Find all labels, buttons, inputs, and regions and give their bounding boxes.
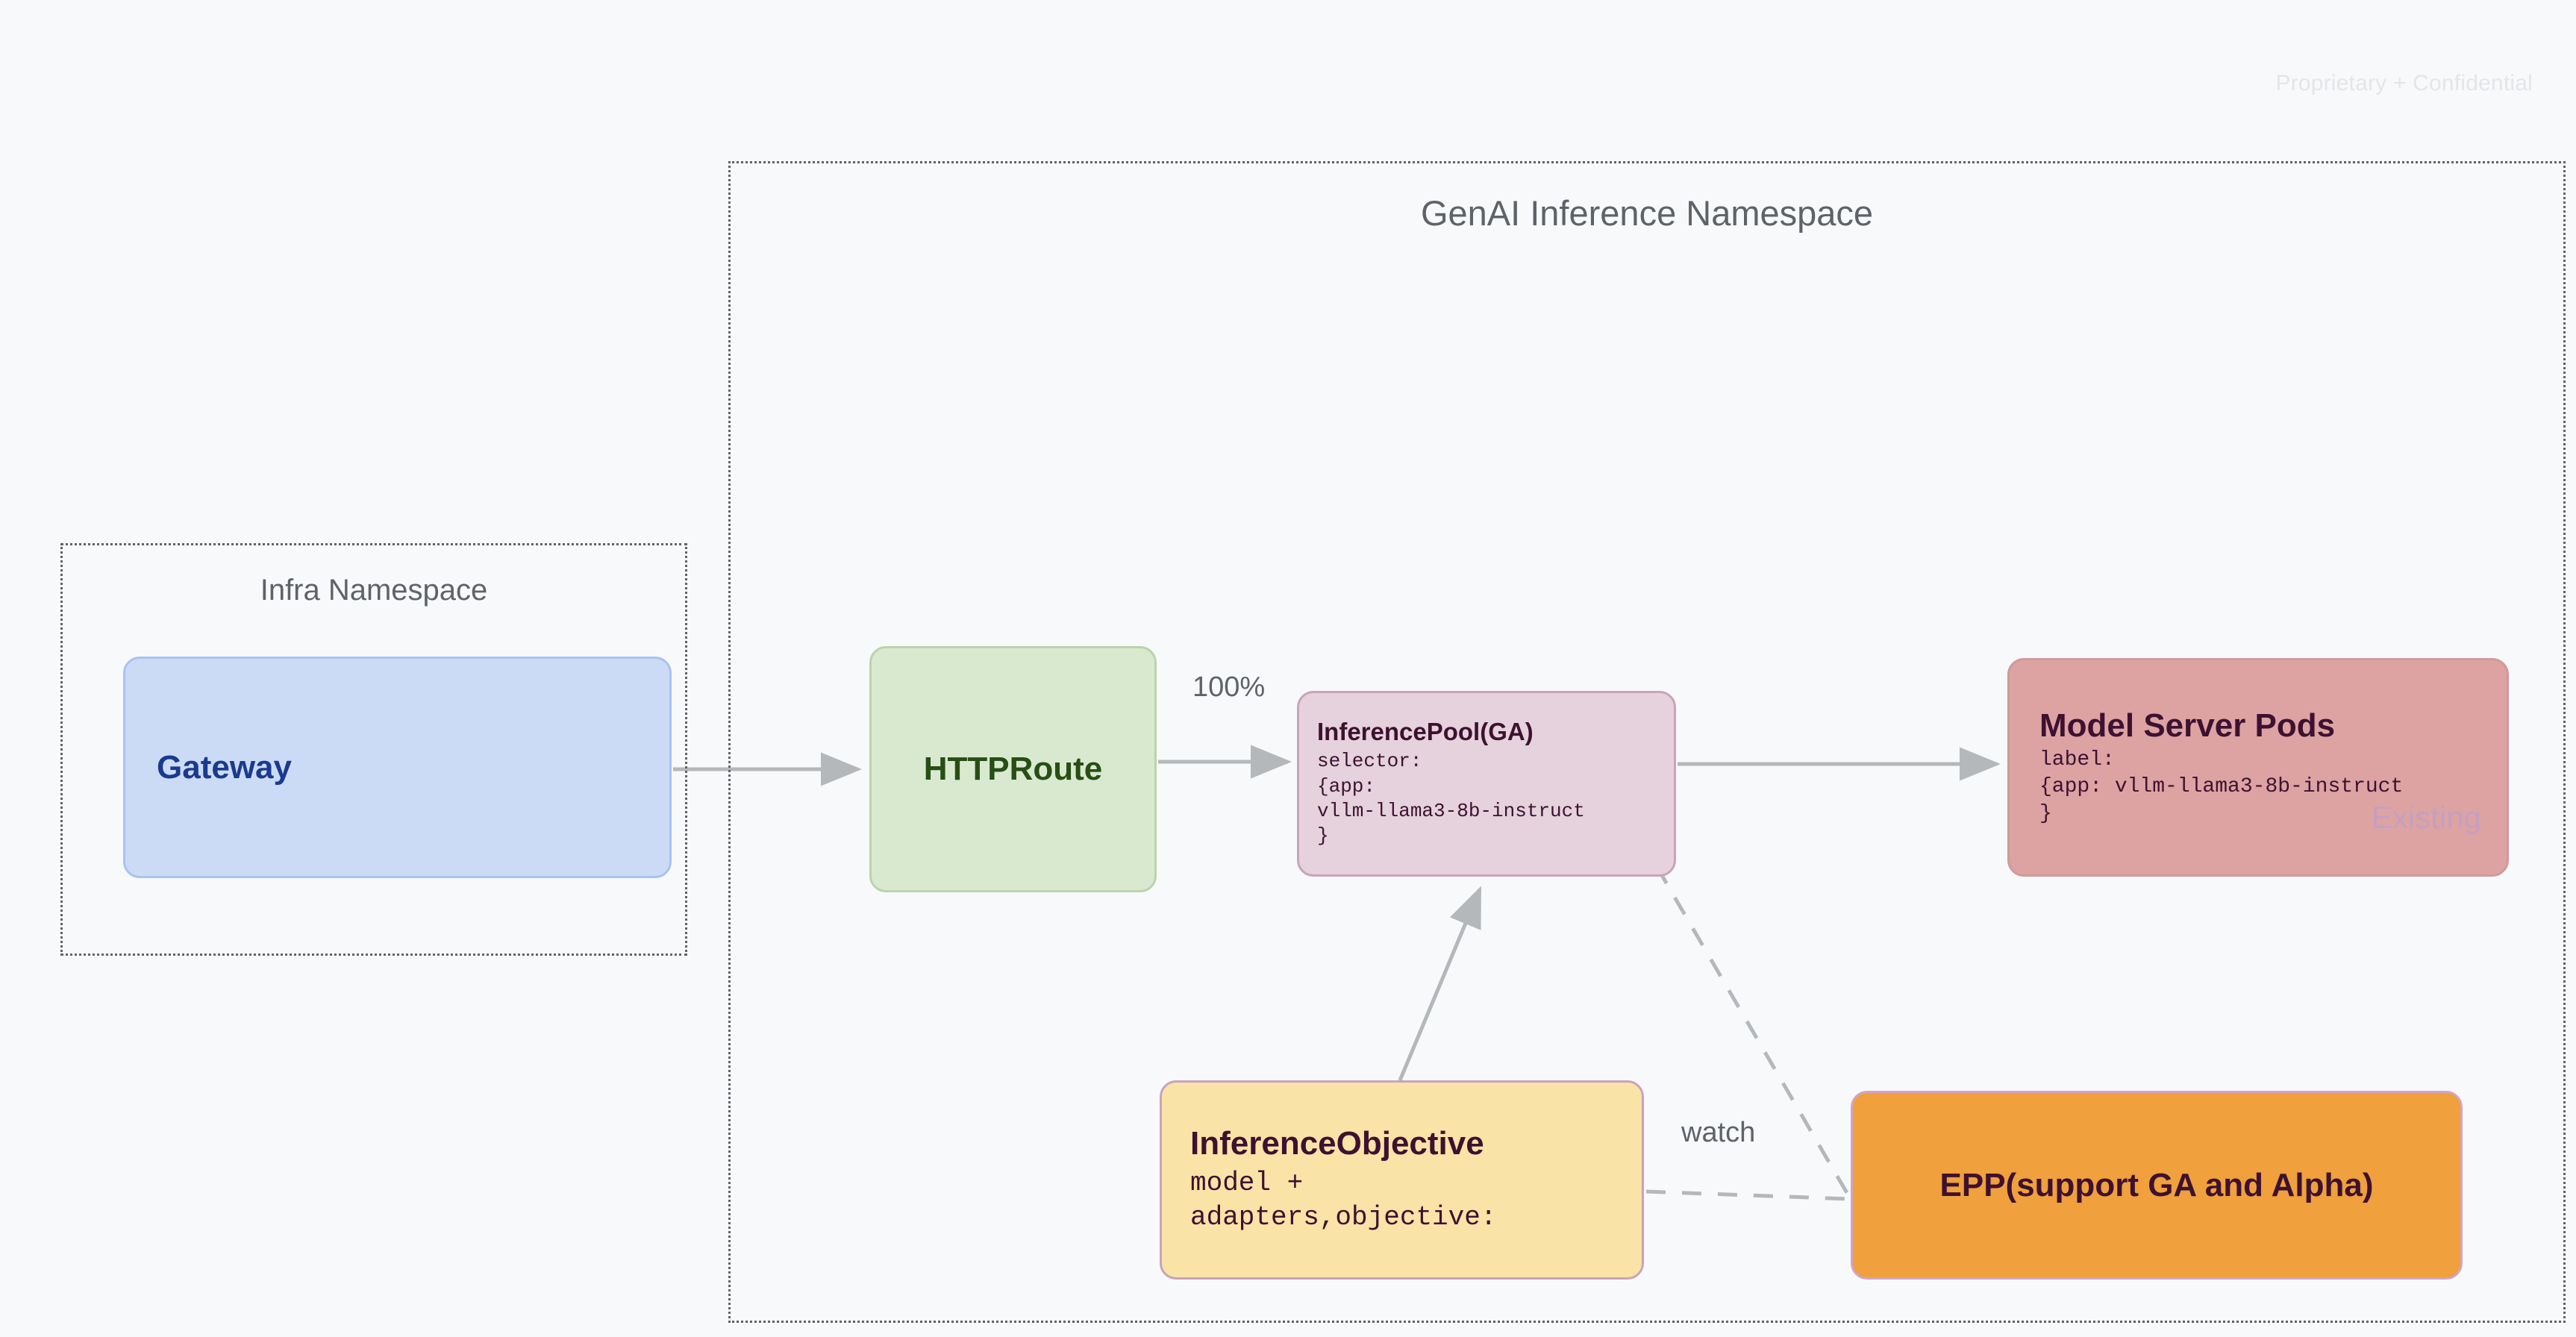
node-gateway[interactable]: Gateway (123, 657, 672, 878)
node-epp-title: EPP(support GA and Alpha) (1939, 1166, 2374, 1203)
edge-label-traffic-weight: 100% (1192, 671, 1266, 703)
namespace-infra: Infra Namespace (60, 543, 687, 956)
node-inferenceobjective-body: model + adapters,objective: (1190, 1168, 1497, 1233)
node-model-server-pods-title: Model Server Pods (2039, 707, 2336, 745)
namespace-genai-inference: GenAI Inference Namespace (728, 161, 2566, 1323)
node-inferencepool-body: selector: {app: vllm-llama3-8b-instruct … (1317, 750, 1585, 848)
node-epp[interactable]: EPP(support GA and Alpha) (1851, 1091, 2463, 1280)
node-httproute-title: HTTPRoute (923, 751, 1103, 788)
node-model-server-pods[interactable]: Model Server Pods label: {app: vllm-llam… (2007, 658, 2509, 877)
node-inferencepool[interactable]: InferencePool(GA) selector: {app: vllm-l… (1297, 691, 1676, 877)
node-inferenceobjective[interactable]: InferenceObjective model + adapters,obje… (1160, 1080, 1644, 1280)
node-httproute[interactable]: HTTPRoute (869, 646, 1157, 892)
node-inferenceobjective-title: InferenceObjective (1190, 1124, 1484, 1162)
node-model-server-pods-body: label: {app: vllm-llama3-8b-instruct } (2039, 748, 2404, 826)
edge-label-watch: watch (1681, 1117, 1756, 1148)
namespace-infra-title: Infra Namespace (260, 574, 488, 607)
node-gateway-title: Gateway (157, 748, 292, 786)
namespace-genai-title: GenAI Inference Namespace (1420, 193, 1874, 233)
confidential-watermark: Proprietary + Confidential (2275, 71, 2533, 96)
node-inferencepool-title: InferencePool(GA) (1317, 718, 1534, 746)
